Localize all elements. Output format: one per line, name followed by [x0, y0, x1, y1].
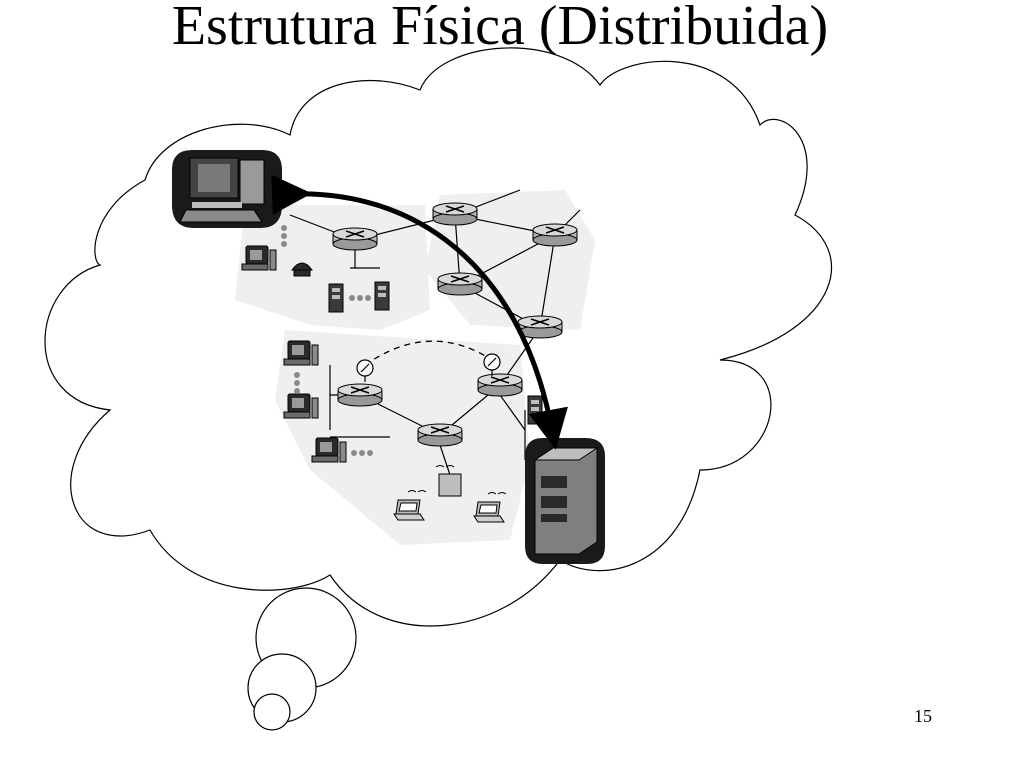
router-5: [517, 315, 563, 339]
router-7: [337, 383, 383, 407]
server-tower-icon: [374, 281, 390, 311]
desktop-computer-icon: [283, 340, 319, 366]
slide-title: Estrutura Física (Distribuida): [171, 0, 829, 57]
remote-server: [525, 438, 605, 564]
access-point-icon: [435, 465, 462, 497]
router-3: [532, 223, 578, 247]
server-tower-icon: [527, 395, 543, 425]
router-6: [477, 373, 523, 397]
desktop-computer-icon: [283, 393, 319, 419]
desktop-computer-icon: [311, 437, 347, 463]
router-8: [417, 423, 463, 447]
client-workstation: [172, 150, 282, 228]
router-4: [437, 272, 483, 296]
page-number: 15: [914, 706, 932, 726]
router-1: [332, 227, 378, 251]
server-tower-icon: [328, 283, 344, 313]
router-2: [432, 202, 478, 226]
client-server-arrow: [271, 174, 568, 450]
thought-bubble-small: [253, 693, 291, 731]
desktop-computer-icon: [241, 245, 277, 271]
